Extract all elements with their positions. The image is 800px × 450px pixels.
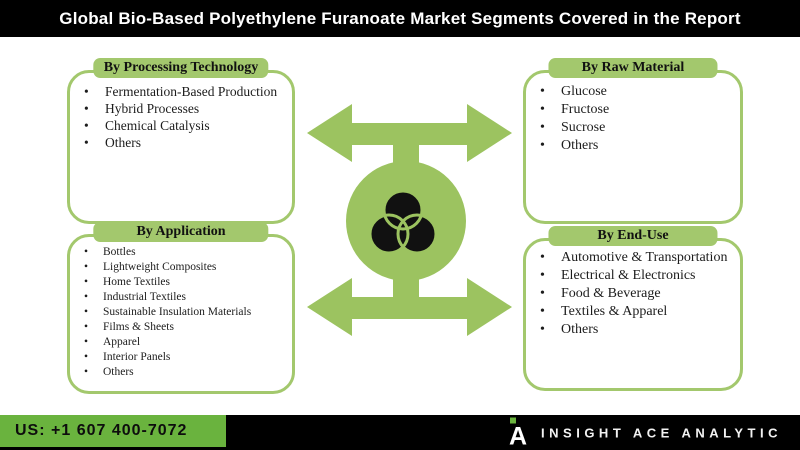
segment-box-processing-technology: By Processing Technology Fermentation-Ba… [67,58,295,224]
segment-list-application: BottlesLightweight CompositesHome Textil… [70,245,292,380]
page-title: Global Bio-Based Polyethylene Furanoate … [59,8,741,28]
double-arrow-top-icon [307,104,512,162]
segment-box-application: By Application BottlesLightweight Compos… [67,222,295,394]
phone-number: US: +1 607 400-7072 [15,422,188,439]
logo-letter: A [508,422,528,450]
segment-tab-end-use: By End-Use [548,226,718,246]
phone-band: US: +1 607 400-7072 [0,415,226,447]
list-item: Bottles [70,245,284,260]
logo-dot-icon [509,417,516,423]
list-item: Others [70,365,284,380]
segment-tab-raw-material: By Raw Material [548,58,718,78]
list-item: Fermentation-Based Production [70,83,284,100]
list-item: Others [70,134,284,151]
list-item: Apparel [70,335,284,350]
segment-tab-processing-technology: By Processing Technology [93,58,269,78]
list-item: Textiles & Apparel [526,303,732,321]
hub-arrows-graphic [307,104,512,336]
brand-name: INSIGHT ACE ANALYTIC [541,425,782,440]
list-item: Others [526,137,732,155]
list-item: Food & Beverage [526,285,732,303]
list-item: Glucose [526,83,732,101]
list-item: Fructose [526,101,732,119]
segment-list-processing-technology: Fermentation-Based ProductionHybrid Proc… [70,83,292,151]
list-item: Interior Panels [70,350,284,365]
list-item: Chemical Catalysis [70,117,284,134]
list-item: Industrial Textiles [70,290,284,305]
list-item: Electrical & Electronics [526,267,732,285]
list-item: Automotive & Transportation [526,249,732,267]
brand-lockup: A INSIGHT ACE ANALYTIC [508,417,782,450]
list-item: Others [526,321,732,339]
segment-list-raw-material: GlucoseFructoseSucroseOthers [526,83,740,155]
segment-tab-application: By Application [93,222,269,242]
list-item: Hybrid Processes [70,100,284,117]
venn-diagram-icon [368,189,438,255]
segment-list-end-use: Automotive & TransportationElectrical & … [526,249,740,339]
list-item: Films & Sheets [70,320,284,335]
footer-bar: US: +1 607 400-7072 A INSIGHT ACE ANALYT… [0,415,800,450]
double-arrow-bottom-icon [307,278,512,336]
title-bar: Global Bio-Based Polyethylene Furanoate … [0,0,800,37]
list-item: Lightweight Composites [70,260,284,275]
list-item: Home Textiles [70,275,284,290]
list-item: Sucrose [526,119,732,137]
insight-ace-logo-icon: A [508,417,528,450]
list-item: Sustainable Insulation Materials [70,305,284,320]
segment-box-end-use: By End-Use Automotive & TransportationEl… [523,226,743,391]
segment-box-raw-material: By Raw Material GlucoseFructoseSucroseOt… [523,58,743,224]
